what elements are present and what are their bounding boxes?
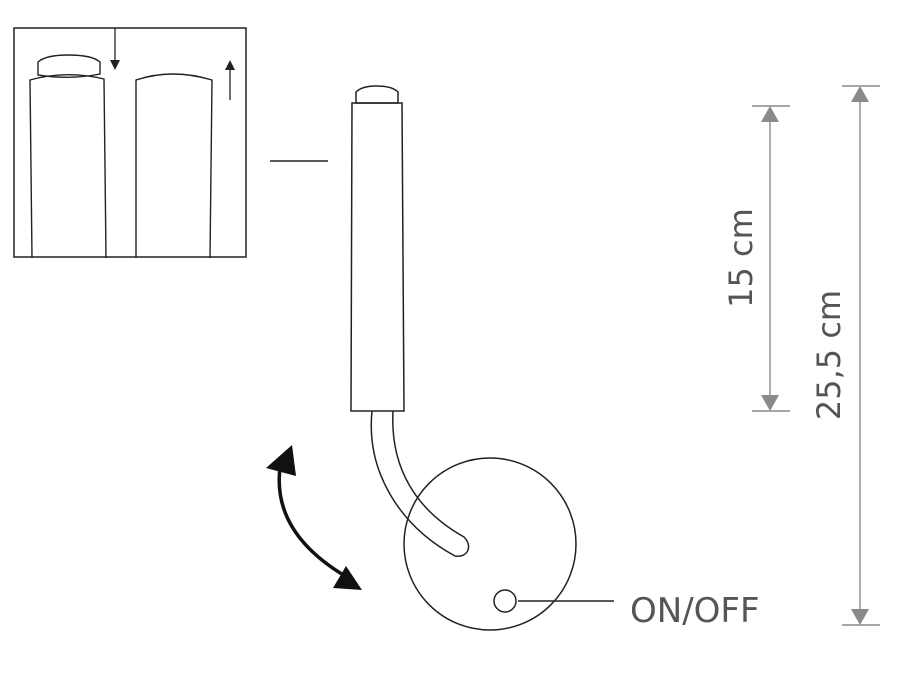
lamp-cap [355, 85, 399, 104]
dimension-shade-length [752, 105, 790, 412]
on-off-button[interactable] [493, 589, 517, 613]
rotation-arrowhead-bottom [333, 566, 362, 590]
inset-tube-left [29, 54, 107, 259]
switch-label: ON/OFF [630, 591, 760, 631]
lamp-flexible-arm [370, 410, 470, 557]
wall-lamp [350, 85, 577, 631]
rotation-arrow [266, 445, 362, 590]
inset-arrow-down [110, 28, 120, 70]
lamp-shade-tube [350, 102, 405, 412]
rotation-arrowhead-top [266, 445, 296, 476]
dimension-total-height [842, 85, 880, 626]
detail-inset [13, 27, 247, 259]
dimension-total-label: 25,5 cm [810, 290, 848, 420]
lamp-wall-base [403, 457, 577, 631]
inset-tube-right [135, 73, 213, 259]
inset-arrow-up [225, 60, 235, 100]
dimension-shade-label: 15 cm [722, 208, 760, 308]
inset-frame [13, 27, 247, 258]
